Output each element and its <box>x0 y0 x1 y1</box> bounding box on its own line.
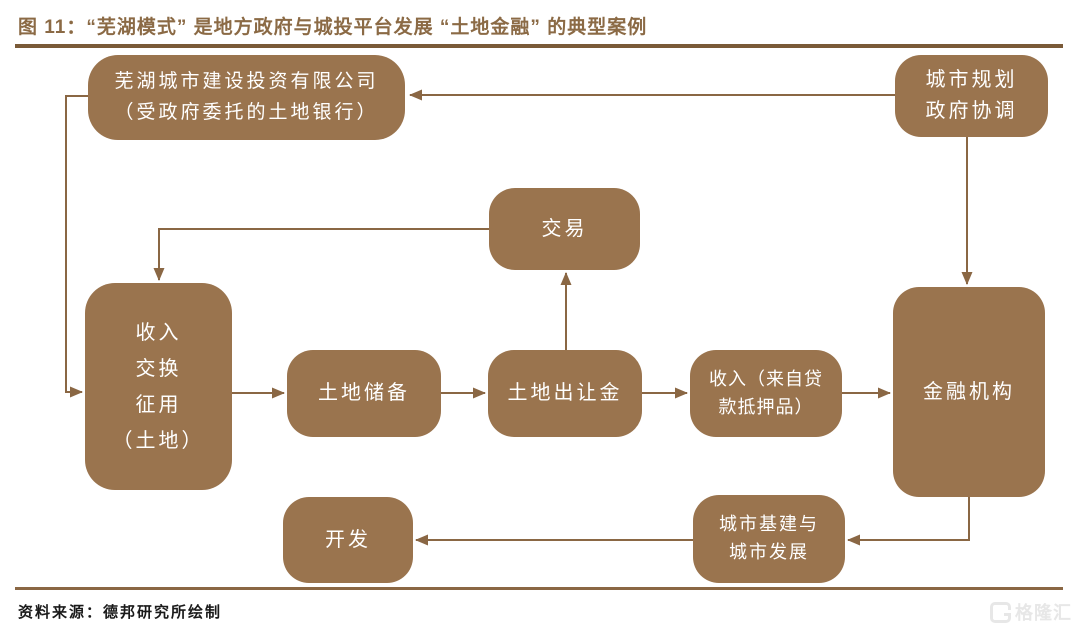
title-divider <box>15 44 1063 48</box>
bottom-divider <box>15 587 1063 590</box>
gelonghui-logo: 格隆汇 <box>990 599 1072 625</box>
node-development: 开发 <box>283 497 413 583</box>
node-transaction: 交易 <box>489 188 640 270</box>
gelonghui-logo-icon <box>990 601 1011 623</box>
node-label: 收入 <box>135 321 182 344</box>
node-urban-infrastructure: 城市基建与 城市发展 <box>693 495 845 583</box>
node-label: 金融机构 <box>923 380 1015 403</box>
figure-title: 图 11：“芜湖模式” 是地方政府与城投平台发展 “土地金融” 的典型案例 <box>18 17 648 38</box>
arrow-wuhu-to-income <box>65 95 88 398</box>
node-label: 城市发展 <box>729 542 809 562</box>
node-label: 芜湖城市建设投资有限公司 <box>114 71 379 93</box>
node-label: 土地出让金 <box>507 382 623 404</box>
gelonghui-logo-text: 格隆汇 <box>1015 603 1072 623</box>
arrow-trade-to-income <box>153 228 489 281</box>
node-city-planning: 城市规划 政府协调 <box>895 55 1048 137</box>
node-label: 土地储备 <box>318 382 410 404</box>
node-financial-institution: 金融机构 <box>893 287 1045 497</box>
node-land-transfer-fee: 土地出让金 <box>488 350 642 437</box>
node-label: （受政府委托的土地银行） <box>114 101 379 123</box>
node-label: 开发 <box>325 528 371 551</box>
node-land-reserve: 土地储备 <box>287 350 441 437</box>
node-label: 征用 <box>135 393 182 416</box>
arrow-finance-to-infra <box>847 497 970 546</box>
node-label: 城市规划 <box>925 69 1018 91</box>
node-label: （土地） <box>112 429 205 452</box>
node-label: 款抵押品） <box>718 396 814 417</box>
node-label: 交换 <box>135 357 182 380</box>
node-income-exchange: 收入 交换 征用 （土地） <box>85 283 232 490</box>
node-label: 城市基建与 <box>719 514 819 535</box>
node-label: 交易 <box>541 217 588 240</box>
node-income-collateral: 收入（来自贷 款抵押品） <box>690 350 842 437</box>
node-label: 收入（来自贷 <box>709 368 823 389</box>
node-wuhu-company: 芜湖城市建设投资有限公司 （受政府委托的土地银行） <box>88 55 405 140</box>
node-label: 政府协调 <box>925 100 1018 122</box>
source-note: 资料来源：德邦研究所绘制 <box>18 605 223 621</box>
